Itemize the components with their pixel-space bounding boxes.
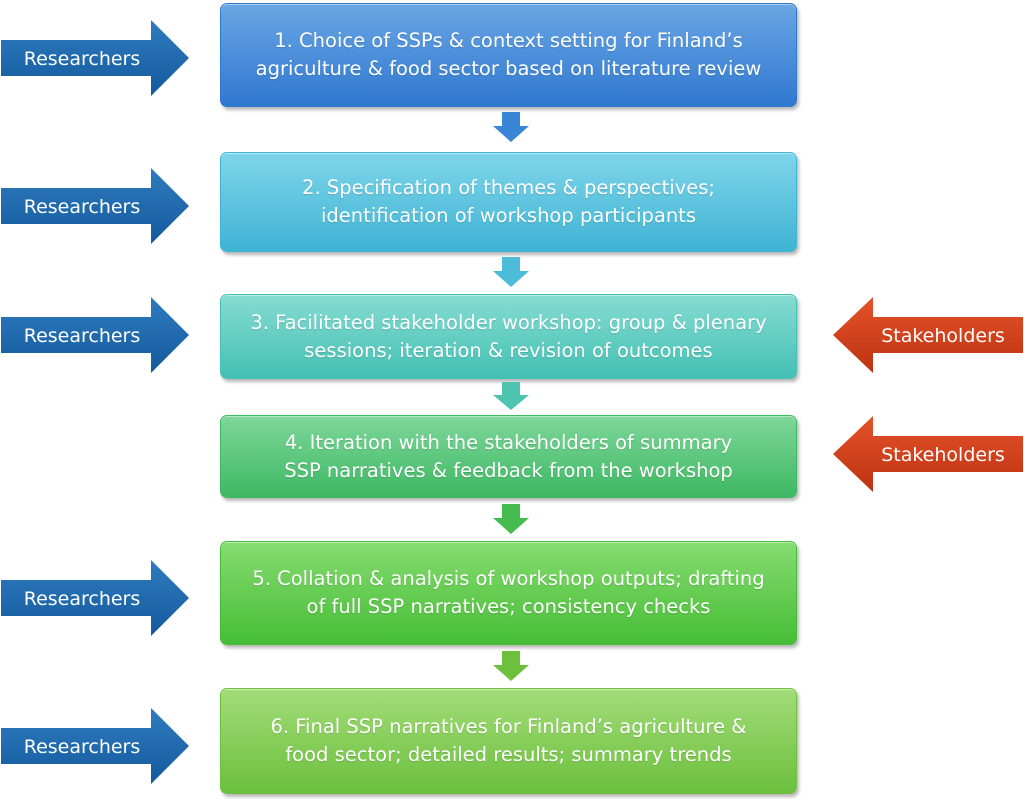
step-3-text: 3. Facilitated stakeholder workshop: gro…	[250, 310, 767, 362]
researchers-arrow-3: Researchers	[1, 297, 189, 373]
step-5-box: 5. Collation & analysis of workshop outp…	[220, 541, 797, 645]
stakeholders-arrow-2: Stakeholders	[833, 416, 1023, 492]
researchers-label-2: Researchers	[24, 196, 141, 218]
step-1-box: 1. Choice of SSPs & context setting for …	[220, 3, 797, 107]
researchers-arrow-4: Researchers	[1, 560, 189, 636]
researchers-label-5: Researchers	[24, 736, 141, 758]
down-arrow-5	[493, 651, 529, 681]
researchers-arrow-5: Researchers	[1, 708, 189, 784]
step-6-text: 6. Final SSP narratives for Finland’s ag…	[270, 715, 747, 766]
down-arrow-3	[493, 382, 529, 410]
researchers-label-3: Researchers	[24, 325, 141, 347]
stakeholders-arrow-1: Stakeholders	[833, 297, 1023, 373]
step-6-box: 6. Final SSP narratives for Finland’s ag…	[220, 688, 797, 794]
step-5-text: 5. Collation & analysis of workshop outp…	[252, 567, 765, 618]
researchers-arrow-2: Researchers	[1, 168, 189, 244]
step-2-text: 2. Specification of themes & perspective…	[302, 176, 715, 227]
down-arrow-1	[493, 112, 529, 142]
down-arrow-4	[493, 504, 529, 534]
step-1-text: 1. Choice of SSPs & context setting for …	[255, 29, 762, 80]
step-4-text: 4. Iteration with the stakeholders of su…	[284, 430, 733, 482]
stakeholders-label-2: Stakeholders	[881, 444, 1005, 466]
down-arrow-2	[493, 257, 529, 287]
stakeholders-label-1: Stakeholders	[881, 325, 1005, 347]
researchers-label-1: Researchers	[24, 48, 141, 70]
step-2-box: 2. Specification of themes & perspective…	[220, 152, 797, 252]
researchers-arrow-1: Researchers	[1, 20, 189, 96]
step-3-box: 3. Facilitated stakeholder workshop: gro…	[220, 294, 797, 379]
step-4-box: 4. Iteration with the stakeholders of su…	[220, 415, 797, 498]
researchers-label-4: Researchers	[24, 588, 141, 610]
